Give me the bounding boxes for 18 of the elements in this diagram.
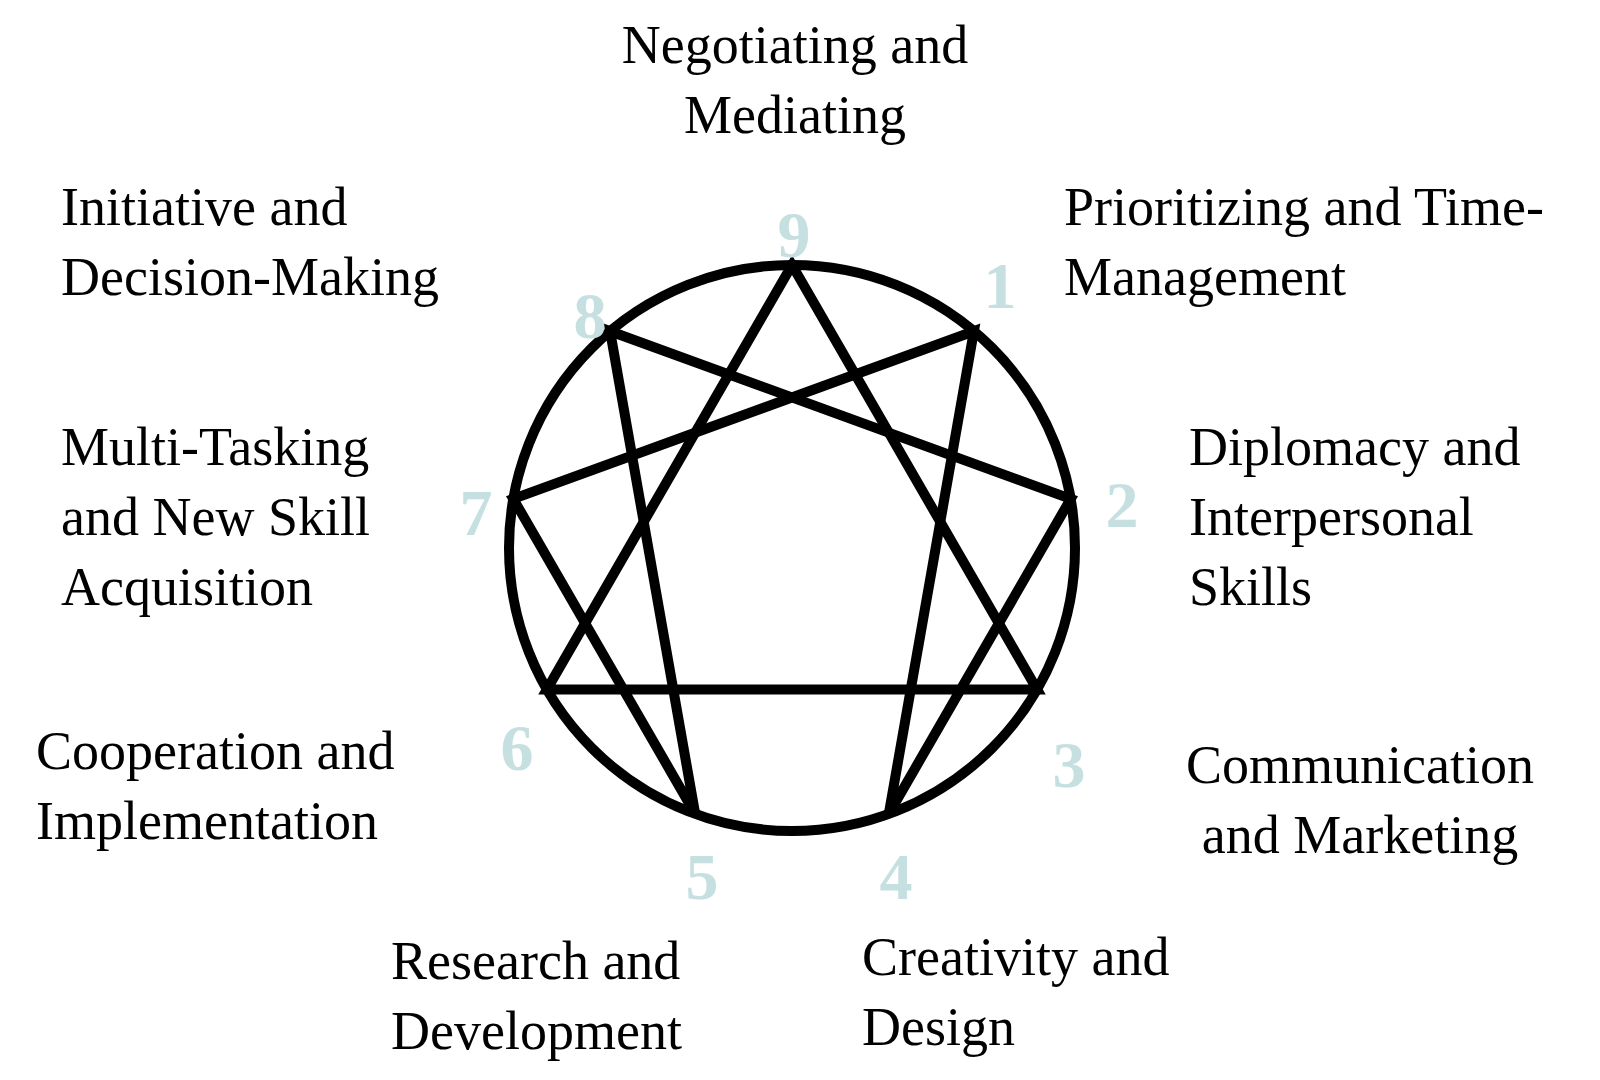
skill-label: Diplomacy and Interpersonal Skills bbox=[1189, 416, 1522, 619]
point-number: 6 bbox=[500, 715, 534, 781]
point-number: 8 bbox=[573, 283, 607, 349]
skill-label: Prioritizing and Time-Management bbox=[1064, 176, 1545, 309]
skill-label: Initiative and Decision-Making bbox=[61, 176, 440, 309]
point-number: 7 bbox=[459, 480, 493, 546]
point-number: 3 bbox=[1052, 732, 1086, 798]
point-number: 9 bbox=[777, 202, 811, 268]
skill-label: Multi-Tasking and New Skill Acquisition bbox=[61, 416, 371, 619]
skill-label: Negotiating and Mediating bbox=[620, 14, 970, 147]
point-number: 1 bbox=[983, 253, 1017, 319]
skill-label: Research and Development bbox=[391, 930, 683, 1063]
point-number: 4 bbox=[879, 844, 913, 910]
skill-label: Communication and Marketing bbox=[1185, 734, 1535, 867]
skill-label: Cooperation and Implementation bbox=[36, 720, 396, 853]
skill-label: Creativity and Design bbox=[862, 926, 1171, 1059]
point-number: 5 bbox=[685, 844, 719, 910]
point-number: 2 bbox=[1105, 472, 1139, 538]
